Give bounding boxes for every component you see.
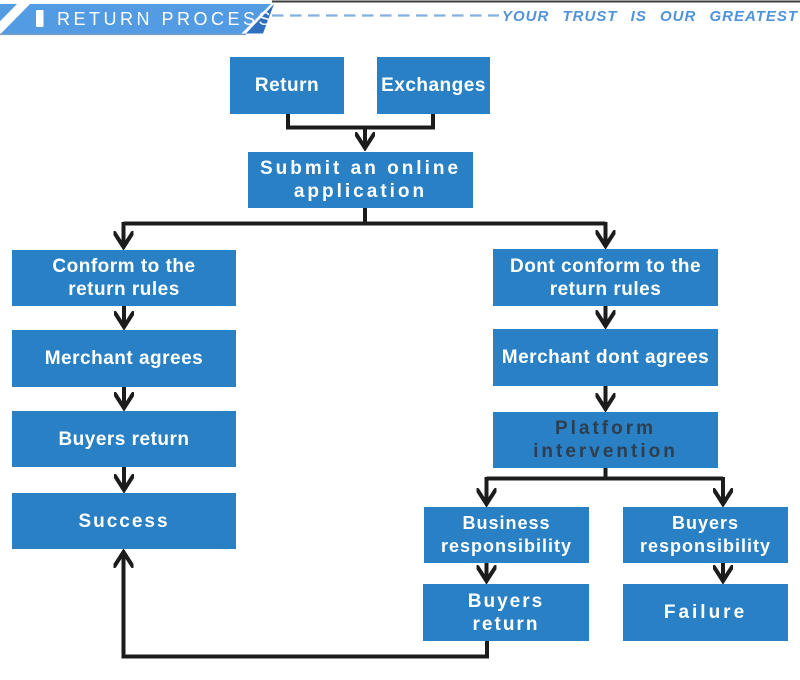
node-exchanges: Exchanges: [377, 57, 490, 114]
banner-slash: [0, 4, 30, 34]
node-buyers-responsibility: Buyers responsibility: [623, 507, 788, 563]
node-buyers-return: Buyers return: [12, 411, 236, 467]
node-merchant-dont-agrees: Merchant dont agrees: [493, 329, 718, 386]
tagline-text: YOUR TRUST IS OUR GREATEST SUPPORT: [502, 8, 800, 25]
node-merchant-agrees: Merchant agrees: [12, 330, 236, 387]
node-return: Return: [230, 57, 344, 114]
node-dont-conform-rules: Dont conform to the return rules: [493, 249, 718, 306]
node-failure: Failure: [623, 584, 788, 641]
title-bar-icon: [36, 10, 44, 27]
node-submit-application: Submit an online application: [248, 152, 473, 208]
node-platform-intervention: Platform intervention: [493, 412, 718, 468]
node-business-responsibility: Business responsibility: [424, 507, 589, 563]
node-buyers-return-2: Buyers return: [423, 584, 589, 641]
connector-join-top: [286, 114, 435, 130]
banner-bottom-edge: [0, 33, 246, 36]
page-title: RETURN PROCESS: [57, 9, 275, 29]
node-success: Success: [12, 493, 236, 549]
node-conform-rules: Conform to the return rules: [12, 250, 236, 306]
